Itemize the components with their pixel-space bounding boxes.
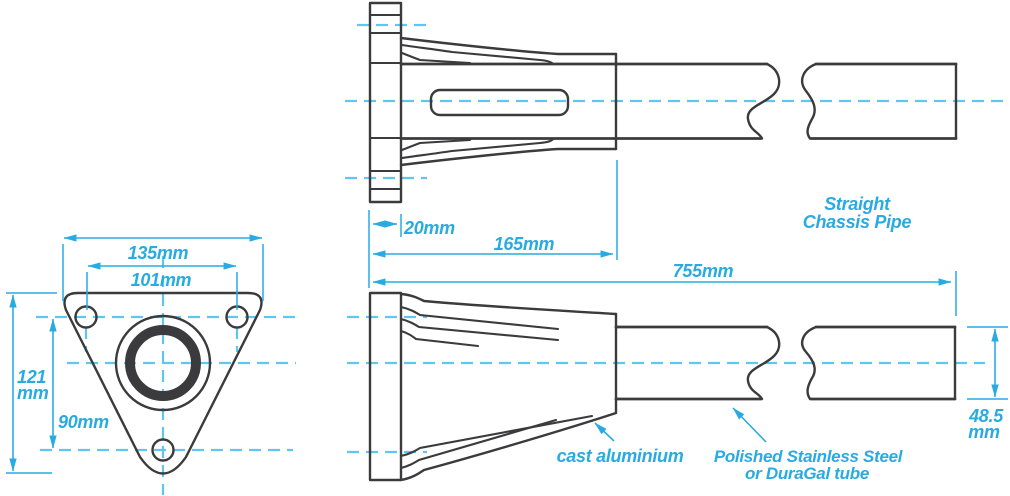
pipe-break	[801, 325, 818, 401]
boss-circle	[114, 314, 212, 412]
dim-text-flange-thickness: 20mm	[403, 218, 455, 238]
pipe-break	[746, 325, 781, 401]
leader-tube-material	[732, 407, 767, 443]
flange-edge-outline	[368, 1, 403, 204]
pipe-break	[801, 62, 818, 140]
web-line	[400, 43, 555, 66]
dim-text-flange-height-1: 121	[17, 367, 46, 387]
pipe-label-line1: Straight	[824, 194, 891, 214]
plan-view: 20mm 165mm 755mm Straight Chassis Pipe	[345, 1, 1008, 316]
casting-label: cast aluminium	[557, 446, 684, 466]
casting-outline	[399, 411, 618, 482]
casting-outline	[399, 292, 618, 316]
side-view: 48.5 mm cast aluminium Polished Stainles…	[347, 291, 1008, 483]
casting-outline	[399, 36, 618, 56]
web-line	[399, 418, 558, 470]
web-line	[400, 51, 472, 65]
web-line	[399, 329, 480, 348]
dim-text-overall-length: 755mm	[673, 261, 734, 281]
dim-text-casting-length: 165mm	[494, 234, 555, 254]
front-view: 135mm 101mm 121 mm 90mm	[6, 234, 296, 495]
pipe-label-line2: Chassis Pipe	[803, 212, 912, 232]
web-line	[399, 305, 560, 331]
dim-text-tube-dia-1: 48.5	[968, 406, 1004, 426]
tube-label-line2: or DuraGal tube	[745, 464, 869, 483]
web-line	[399, 414, 594, 458]
bolt-hole	[151, 438, 175, 462]
tube-bore-ring	[125, 325, 201, 401]
dim-text-bottom-hole: 90mm	[58, 412, 109, 432]
bolt-hole	[74, 305, 98, 329]
leader-cast-aluminium	[594, 422, 615, 442]
dim-text-flange-height-2: mm	[17, 383, 49, 403]
dim-text-flange-width: 135mm	[128, 243, 189, 263]
web-line	[399, 317, 560, 342]
pipe-break	[746, 62, 781, 140]
tube-label-line1: Polished Stainless Steel	[714, 447, 904, 466]
web-line	[400, 137, 555, 160]
dim-text-tube-dia-2: mm	[968, 422, 1000, 442]
web-line	[400, 138, 472, 152]
dim-text-hole-spacing: 101mm	[131, 270, 192, 290]
flange-plate-outline	[63, 291, 263, 475]
casting-slot	[429, 88, 570, 117]
casting-outline	[399, 147, 618, 167]
